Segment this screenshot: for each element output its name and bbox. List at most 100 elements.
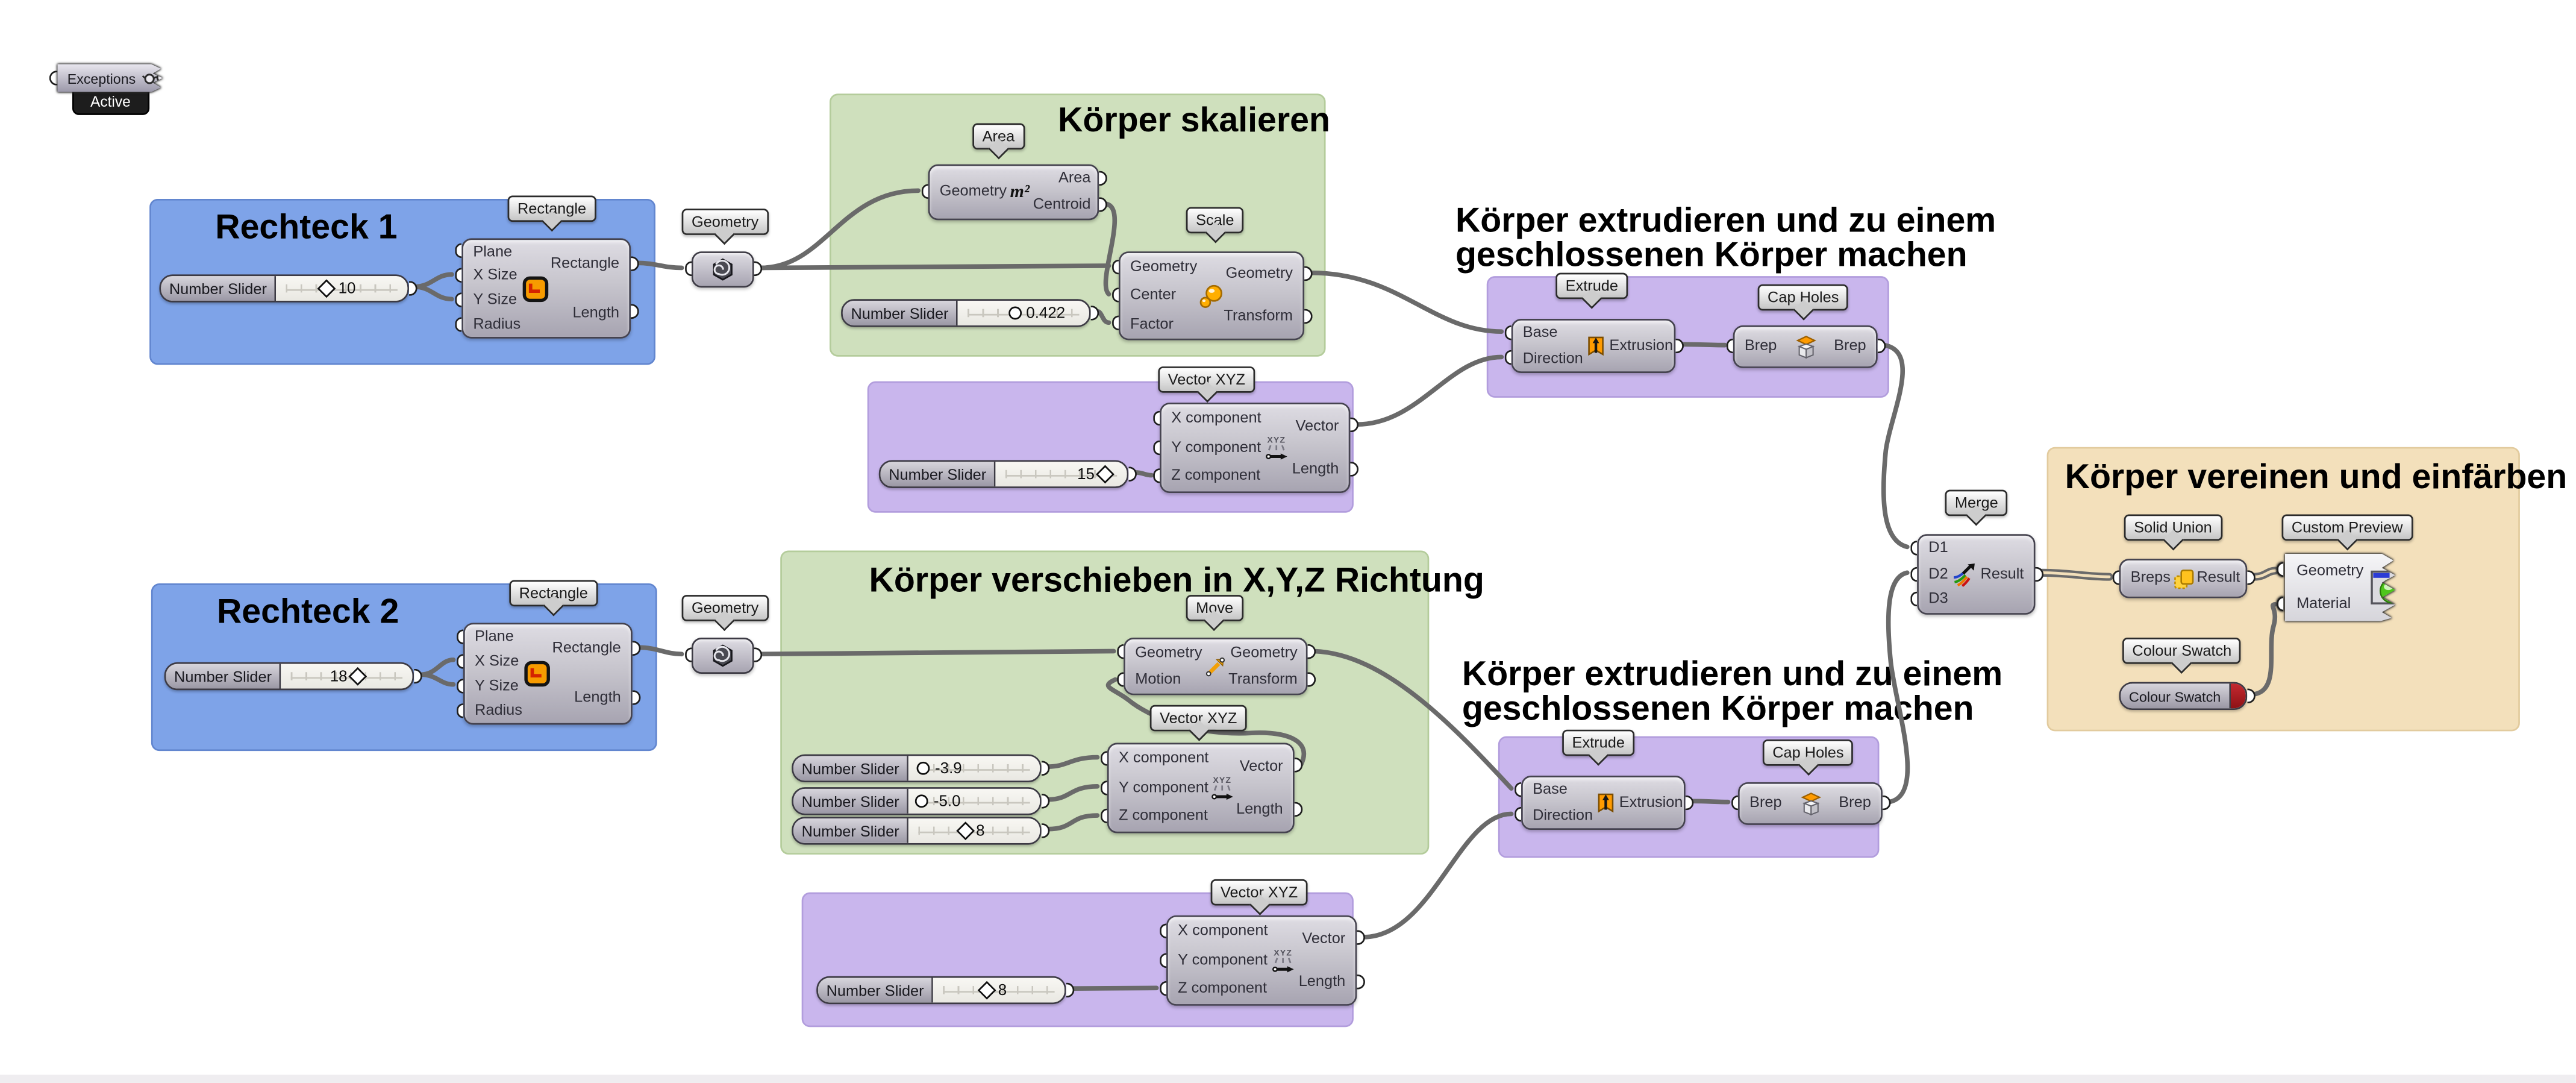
port-length-out[interactable] — [632, 690, 640, 705]
port-d3-in[interactable] — [1909, 592, 1918, 607]
wire-scale-to-extrude1-base — [1308, 270, 1504, 334]
port-vector-out[interactable] — [1357, 931, 1365, 946]
solid-union-icon — [2171, 560, 2197, 597]
port-label-base: Base — [1522, 324, 1558, 341]
component-area[interactable]: Geometry m² Area Centroid — [921, 164, 1107, 221]
port-brep-in[interactable] — [1730, 795, 1738, 811]
slider-track[interactable]: 0.422 — [958, 301, 1089, 325]
group-title-verschieben: Körper verschieben in X,Y,Z Richtung — [869, 562, 1484, 600]
slider-label: Number Slider — [818, 978, 934, 1003]
area-icon: m² — [1010, 182, 1030, 202]
component-move[interactable]: Geometry Motion Geometry Transform — [1116, 637, 1315, 695]
component-custom-preview[interactable]: Geometry Material — [2275, 553, 2396, 621]
tag-scale: Scale — [1186, 207, 1244, 233]
colour-swatch[interactable]: Colour Swatch — [2119, 682, 2255, 710]
component-merge[interactable]: D1 D2 D3 Result — [1909, 534, 2043, 615]
port-geometry-in[interactable] — [921, 184, 928, 199]
port-length-out[interactable] — [1357, 974, 1365, 989]
port-brep-out[interactable] — [1882, 795, 1890, 811]
tag-custom-preview: Custom Preview — [2281, 514, 2413, 540]
slider-track[interactable]: 8 — [909, 818, 1040, 843]
port-label-radius: Radius — [475, 701, 522, 718]
geometry-param-1[interactable] — [684, 251, 761, 288]
slider-handle[interactable] — [1096, 465, 1114, 483]
pill-in[interactable] — [684, 647, 692, 662]
slider-label: Number Slider — [880, 462, 996, 487]
slider-handle[interactable] — [1008, 306, 1022, 320]
component-rectangle-2[interactable]: Plane X Size Y Size Radius Rectangle Len… — [455, 623, 640, 725]
port-radius-in[interactable] — [454, 316, 462, 331]
slider-handle[interactable] — [917, 761, 930, 775]
pill-out[interactable] — [754, 647, 761, 662]
number-slider-15[interactable]: Number Slider 15 — [878, 460, 1136, 488]
port-d2-in[interactable] — [1909, 566, 1918, 581]
heading-extrude-top: Körper extrudieren und zu einem geschlos… — [1455, 202, 1996, 274]
port-base-in[interactable] — [1513, 782, 1522, 797]
number-slider-8[interactable]: Number Slider 8 — [816, 976, 1074, 1005]
slider-handle[interactable] — [349, 667, 367, 685]
number-slider-x[interactable]: Number Slider -3.9 — [792, 754, 1049, 782]
rectangle-icon — [521, 240, 551, 337]
component-rectangle-1[interactable]: Plane X Size Y Size Radius Rectangle Len… — [454, 238, 639, 339]
port-rectangle-out[interactable] — [631, 256, 639, 271]
component-cap-holes-2[interactable]: Brep Brep — [1730, 782, 1890, 825]
slider-track[interactable]: 15 — [996, 462, 1127, 487]
port-x-in[interactable] — [1158, 923, 1167, 938]
number-slider-z[interactable]: Number Slider 8 — [792, 817, 1049, 845]
port-length-out[interactable] — [1294, 801, 1302, 817]
number-slider-factor[interactable]: Number Slider 0.422 — [841, 299, 1098, 327]
tag-vector-xyz-top: Vector XYZ — [1158, 366, 1255, 392]
component-vector-xyz-bottom[interactable]: X component Y component Z component XYZ … — [1158, 915, 1365, 1006]
component-solid-union[interactable]: Breps Result — [2112, 559, 2255, 598]
port-result-out[interactable] — [2035, 566, 2043, 581]
component-extrude-2[interactable]: Base Direction Extrusion — [1513, 776, 1693, 830]
port-label-y: Y component — [1118, 779, 1208, 796]
slider-track[interactable]: -5.0 — [909, 788, 1040, 814]
port-label-plane: Plane — [475, 627, 514, 644]
port-d1-in[interactable] — [1909, 540, 1918, 556]
port-label-xsize: X Size — [475, 652, 519, 669]
port-label-transform-out: Transform — [1228, 670, 1298, 688]
component-extrude-1[interactable]: Base Direction Extrusion — [1504, 318, 1683, 373]
exceptions-widget[interactable]: Exceptions — [57, 64, 166, 92]
port-base-in[interactable] — [1504, 325, 1512, 340]
slider-track[interactable]: -3.9 — [909, 756, 1040, 781]
port-area-out[interactable] — [1099, 171, 1107, 186]
port-x-in[interactable] — [1152, 410, 1160, 425]
slider-handle[interactable] — [915, 794, 929, 808]
component-scale[interactable]: Geometry Center Factor Geometry Transfor… — [1111, 251, 1312, 341]
slider-track[interactable]: 8 — [933, 978, 1064, 1003]
slider-track[interactable]: 18 — [281, 664, 413, 689]
port-label-extrusion: Extrusion — [1619, 793, 1683, 810]
port-label-xsize: X Size — [473, 267, 517, 284]
geometry-param-2[interactable] — [684, 637, 761, 674]
component-vector-xyz-top[interactable]: X component Y component Z component XYZ … — [1152, 403, 1358, 494]
exceptions-input-port[interactable] — [49, 71, 57, 86]
port-x-in[interactable] — [1099, 750, 1107, 766]
port-ysize-in[interactable] — [454, 292, 462, 307]
colour-swatch-color[interactable] — [2230, 683, 2246, 709]
number-slider-y[interactable]: Number Slider -5.0 — [792, 787, 1049, 815]
slider-track[interactable]: 10 — [277, 276, 408, 301]
heading-extrude-bottom: Körper extrudieren und zu einem geschlos… — [1462, 655, 2003, 727]
port-label-geometry: Geometry — [939, 183, 1007, 199]
exceptions-status-tab[interactable]: Active — [72, 89, 149, 115]
component-vector-xyz-mid[interactable]: X component Y component Z component XYZ … — [1099, 742, 1302, 833]
slider-handle[interactable] — [956, 821, 974, 840]
tag-geometry-2: Geometry — [681, 595, 769, 621]
port-label-vector: Vector — [1302, 929, 1346, 946]
number-slider-rect1[interactable]: Number Slider 10 — [159, 274, 417, 303]
port-label-brep-out: Brep — [1834, 337, 1866, 354]
component-cap-holes-1[interactable]: Brep Brep — [1725, 325, 1886, 368]
number-slider-rect2[interactable]: Number Slider 18 — [164, 662, 422, 691]
pill-in[interactable] — [684, 261, 692, 277]
slider-handle[interactable] — [318, 280, 336, 298]
slider-handle[interactable] — [978, 981, 996, 999]
port-vector-out[interactable] — [1350, 418, 1358, 433]
port-label-geometry: Geometry — [1130, 258, 1198, 275]
port-length-out[interactable] — [1350, 461, 1358, 477]
tag-merge: Merge — [1945, 489, 2009, 515]
pill-out[interactable] — [754, 261, 761, 277]
port-transform-out[interactable] — [1307, 671, 1315, 687]
